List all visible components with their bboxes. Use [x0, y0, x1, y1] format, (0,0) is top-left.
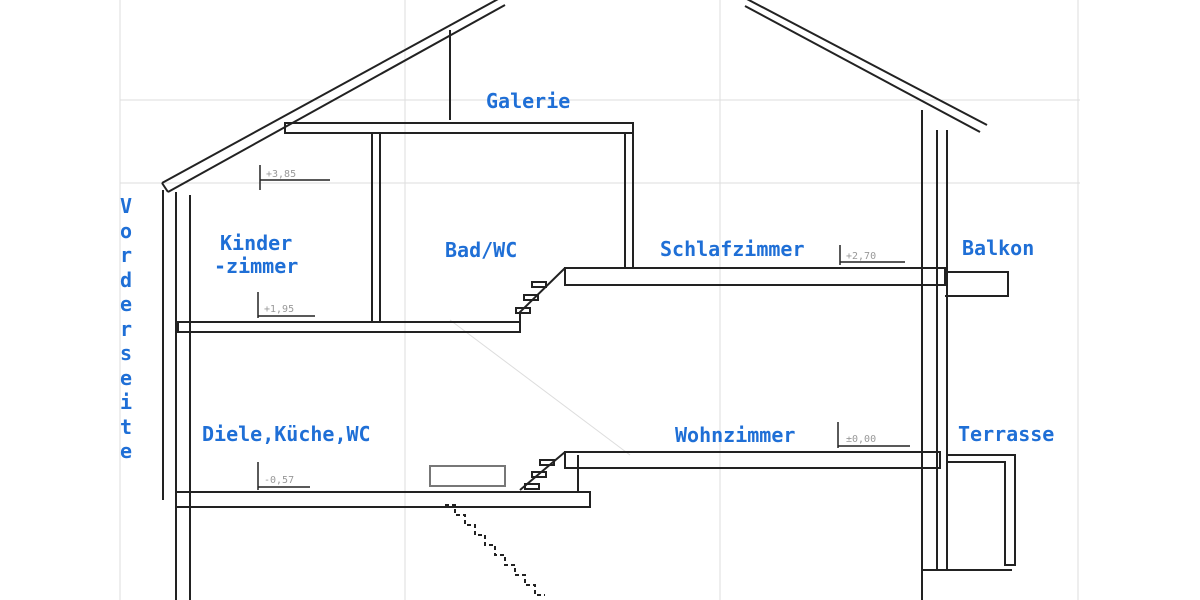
label-kinderzimmer: Kinder -zimmer: [214, 231, 299, 278]
label-bad-wc: Bad/WC: [445, 238, 518, 262]
level-top: +3,85: [266, 169, 296, 180]
level-markers: [257, 165, 910, 490]
label-wohnzimmer: Wohnzimmer: [675, 423, 796, 447]
level-wohnzimmer: ±0,00: [846, 434, 876, 445]
level-diele: -0,57: [264, 475, 294, 486]
label-schlafzimmer: Schlafzimmer: [660, 237, 805, 261]
label-vorderseite: Vorderseite: [119, 194, 133, 463]
label-terrasse: Terrasse: [958, 422, 1055, 446]
label-balkon: Balkon: [962, 236, 1035, 260]
label-diele-kueche-wc: Diele,Küche,WC: [202, 422, 371, 446]
label-galerie: Galerie: [486, 89, 571, 113]
level-schlafzimmer: +2,70: [846, 251, 876, 262]
structure: [161, 0, 1016, 600]
level-kinderzimmer: +1,95: [264, 304, 294, 315]
construction-grid: [119, 0, 1080, 600]
